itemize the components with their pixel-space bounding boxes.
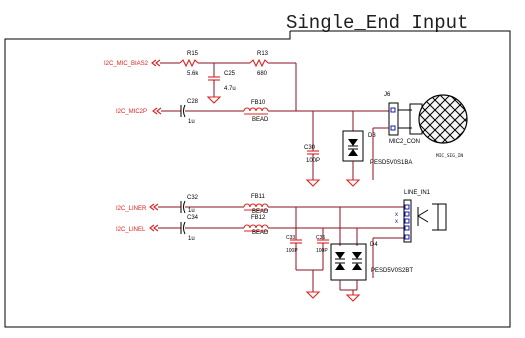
fb10-ref: FB10 (251, 100, 266, 106)
fb11-value: BEAD (252, 209, 269, 215)
net-arrow-liner (149, 203, 159, 211)
c36-ref: C36 (316, 235, 325, 241)
diode-d4 (330, 243, 367, 281)
fb11-ref: FB11 (251, 194, 266, 200)
c34-ref: C34 (187, 215, 199, 221)
c30-ref: C30 (304, 145, 316, 151)
sheet-title: Single_End Input (286, 12, 468, 34)
ground-symbol-c25 (206, 96, 222, 104)
fb12-value: BEAD (252, 230, 269, 236)
fb10-value: BEAD (252, 117, 269, 123)
c25-ref: C25 (224, 71, 236, 77)
nc-mark-2: x (395, 219, 398, 225)
r13-value: 680 (257, 71, 268, 77)
nc-mark-1: x (395, 212, 398, 218)
ferrite-bead-fb12 (243, 224, 269, 229)
c30-value: 100P (306, 158, 320, 164)
r13-ref: R13 (257, 51, 269, 57)
microphone-icon (418, 94, 468, 144)
r15-ref: R15 (187, 51, 199, 57)
connector-j6 (388, 102, 399, 136)
c28-value: 1u (188, 119, 195, 125)
ferrite-bead-fb11 (243, 203, 269, 208)
c36-value: 100P (316, 248, 328, 254)
d4-ref: D4 (370, 242, 378, 248)
c34-value: 1u (188, 236, 195, 242)
ground-symbol-d3 (345, 179, 361, 187)
c25-value: 4.7u (224, 86, 236, 92)
r15-value: 5.6k (187, 71, 199, 77)
frame-border (4, 30, 511, 328)
c32-value: 1u (188, 208, 195, 214)
ground-symbol-d4 (345, 294, 361, 302)
j6-ref: J6 (384, 92, 391, 98)
d3-ref: D3 (368, 133, 376, 139)
net-label-liner: I2C_LINER (116, 206, 147, 212)
d4-value: PESD5V0S2BT (371, 268, 413, 274)
net-label-mic-p: I2C_MIC2P (116, 109, 147, 115)
j6-value: MIC2_CON (389, 139, 420, 145)
line-in-ref: LINE_IN1 (404, 190, 431, 196)
audio-jack-icon (417, 203, 447, 231)
ground-symbol-c30 (305, 179, 321, 187)
resistor-r15 (179, 58, 199, 68)
net-arrow-mic-bias (151, 59, 161, 67)
net-label-mic-bias: I2C_MIC_BIAS2 (104, 61, 149, 67)
d3-value: PESD5V0S1BA (370, 160, 412, 166)
c28-ref: C28 (187, 99, 199, 105)
ground-symbol-line-caps (305, 291, 321, 299)
ferrite-bead-fb10 (243, 107, 269, 112)
c33-ref: C33 (286, 235, 295, 241)
line-in-jack (403, 199, 412, 243)
mic-image-label: MIC_SIG_IN (436, 153, 463, 159)
net-arrow-linel (149, 224, 159, 232)
net-arrow-mic-p (152, 107, 162, 115)
resistor-r13 (249, 58, 269, 68)
c33-value: 100P (286, 248, 298, 254)
net-label-linel: I2C_LINEL (116, 227, 146, 233)
fb12-ref: FB12 (251, 215, 266, 221)
c32-ref: C32 (187, 195, 199, 201)
